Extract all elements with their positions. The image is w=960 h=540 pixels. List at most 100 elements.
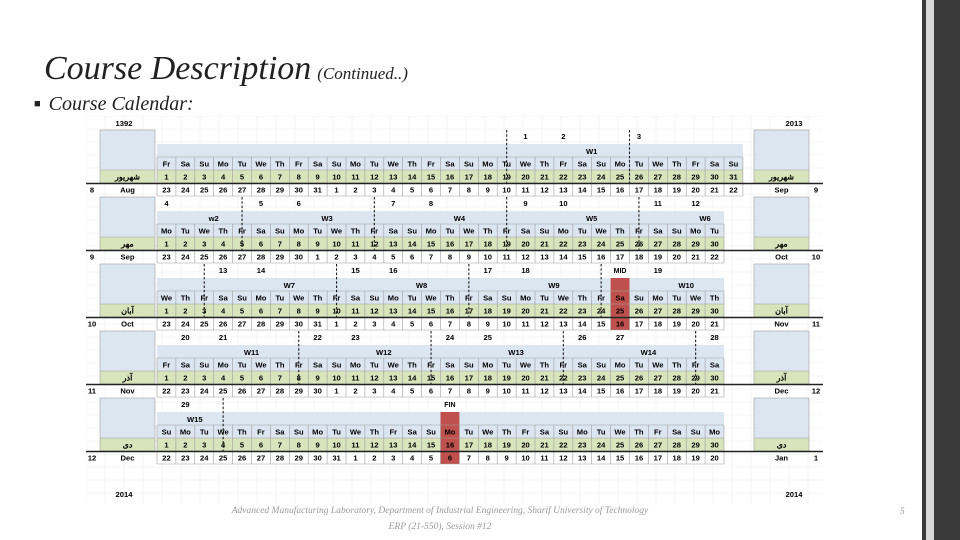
session-number: 20 <box>181 333 189 342</box>
weekday-cell: Sa <box>313 160 323 169</box>
persian-date-cell: 24 <box>597 374 606 383</box>
gregorian-date-cell: 25 <box>200 253 209 262</box>
weekday-cell: Mo <box>350 160 361 169</box>
persian-date-cell: 12 <box>370 240 378 249</box>
persian-date-cell: 14 <box>408 307 417 316</box>
weekday-cell: Su <box>162 428 172 437</box>
session-number: 14 <box>257 266 266 275</box>
gregorian-date-cell: 3 <box>372 186 376 195</box>
gregorian-date-cell: 18 <box>635 253 643 262</box>
weekday-cell: Fr <box>200 294 208 303</box>
month-name-left: Sep <box>121 253 135 262</box>
persian-date-cell: 23 <box>578 374 586 383</box>
session-number: 4 <box>164 199 169 208</box>
weekday-cell: Fr <box>465 294 473 303</box>
persian-date-cell: 16 <box>446 240 454 249</box>
persian-date-cell: 26 <box>635 307 643 316</box>
weekday-cell: We <box>482 428 493 437</box>
weekday-cell: Th <box>351 227 361 236</box>
persian-date-cell: 29 <box>691 307 699 316</box>
persian-date-cell: 21 <box>540 240 549 249</box>
slide-title-suffix: (Continued..) <box>317 64 408 83</box>
gregorian-date-cell: 27 <box>238 320 246 329</box>
weekday-cell: We <box>520 160 531 169</box>
persian-date-cell: 25 <box>616 240 625 249</box>
session-number: 16 <box>389 266 397 275</box>
persian-date-cell: 12 <box>370 307 378 316</box>
persian-date-cell: 5 <box>240 441 245 450</box>
gregorian-date-cell: 14 <box>578 387 587 396</box>
weekday-cell: Sa <box>710 160 720 169</box>
month-cell-right-persian <box>754 438 809 451</box>
gregorian-date-cell: 10 <box>502 320 510 329</box>
weekday-cell: We <box>293 294 304 303</box>
gregorian-date-cell: 10 <box>502 387 510 396</box>
weekday-cell: Tu <box>408 294 417 303</box>
gregorian-date-cell: 31 <box>332 454 341 463</box>
weekday-cell: Su <box>558 428 568 437</box>
gregorian-date-cell: 18 <box>654 387 662 396</box>
gregorian-date-cell: 6 <box>429 186 433 195</box>
month-name-right: Oct <box>775 253 788 262</box>
month-number-left: 9 <box>90 253 94 262</box>
session-number: 22 <box>313 333 321 342</box>
weekday-cell: Sa <box>483 294 493 303</box>
gregorian-date-cell: 5 <box>410 186 415 195</box>
persian-date-cell: 26 <box>635 441 643 450</box>
gregorian-date-cell: 20 <box>673 253 681 262</box>
gregorian-date-cell: 15 <box>616 454 625 463</box>
gregorian-date-cell: 8 <box>467 186 471 195</box>
persian-date-cell: 11 <box>351 374 360 383</box>
month-name-persian-right: شهریور <box>768 173 794 183</box>
gregorian-date-cell: 30 <box>313 454 321 463</box>
gregorian-date-cell: 25 <box>219 454 228 463</box>
session-number: 15 <box>351 266 360 275</box>
gregorian-date-cell: 10 <box>502 186 510 195</box>
gregorian-date-cell: 13 <box>559 186 567 195</box>
weekday-cell: Fr <box>333 294 341 303</box>
week-label: w2 <box>208 214 219 223</box>
gregorian-date-cell: 4 <box>372 253 377 262</box>
gregorian-date-cell: 21 <box>710 387 719 396</box>
week-label: W15 <box>187 415 203 424</box>
gregorian-date-cell: 10 <box>521 454 529 463</box>
gregorian-date-cell: 7 <box>429 253 433 262</box>
persian-date-cell: 4 <box>221 441 226 450</box>
persian-date-cell: 18 <box>484 173 492 182</box>
gregorian-date-cell: 19 <box>691 454 699 463</box>
gregorian-date-cell: 22 <box>162 454 170 463</box>
month-name-persian-left: دی <box>123 441 133 450</box>
persian-date-cell: 2 <box>183 240 187 249</box>
persian-date-cell: 20 <box>521 374 529 383</box>
weekday-cell: Fr <box>503 227 511 236</box>
persian-date-cell: 17 <box>465 441 473 450</box>
persian-date-cell: 6 <box>259 173 263 182</box>
weekday-cell: Mo <box>615 160 626 169</box>
weekday-cell: Tu <box>635 160 644 169</box>
gregorian-date-cell: 7 <box>467 454 471 463</box>
session-number: 24 <box>446 333 455 342</box>
gregorian-date-cell: 17 <box>616 253 624 262</box>
session-number: 5 <box>259 199 264 208</box>
weekday-cell: Fr <box>238 227 246 236</box>
persian-date-cell: 7 <box>278 441 282 450</box>
persian-date-cell: 6 <box>259 374 263 383</box>
session-number: 7 <box>391 199 395 208</box>
weekday-cell: Th <box>540 361 550 370</box>
weekday-cell: Tu <box>502 160 511 169</box>
weekday-cell: Tu <box>200 428 209 437</box>
gregorian-date-cell: 9 <box>486 387 490 396</box>
session-number: 19 <box>654 266 662 275</box>
gregorian-date-cell: 29 <box>276 186 284 195</box>
month-name-persian-left: آذر <box>122 372 133 384</box>
gregorian-date-cell: 17 <box>635 387 643 396</box>
gregorian-date-cell: 1 <box>353 454 358 463</box>
persian-date-cell: 29 <box>691 173 699 182</box>
gregorian-date-cell: 31 <box>313 320 322 329</box>
slide-title: Course Description(Continued..) <box>44 50 408 88</box>
gregorian-date-cell: 30 <box>313 387 321 396</box>
persian-date-cell: 28 <box>673 173 681 182</box>
persian-date-cell: 26 <box>635 374 643 383</box>
persian-date-cell: 5 <box>240 374 245 383</box>
